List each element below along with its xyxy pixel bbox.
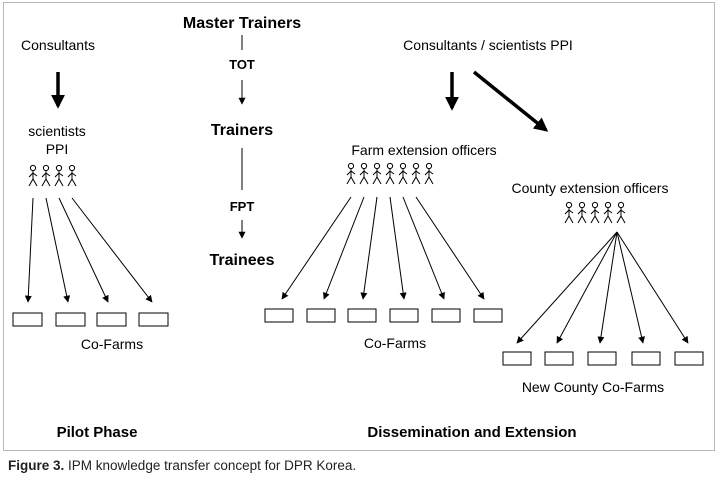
farm-box-icon	[674, 351, 704, 366]
pilot-farms	[12, 312, 169, 327]
farm-box-icon	[544, 351, 574, 366]
person-icon	[424, 162, 434, 185]
dissemination-phase-label: Dissemination and Extension	[367, 424, 576, 441]
farm-box-icon	[55, 312, 86, 327]
farm-box-icon	[631, 351, 661, 366]
pilot-scientists-group	[28, 164, 77, 187]
person-icon	[28, 164, 38, 187]
farm-box-icon	[431, 308, 461, 323]
pilot-scientists-label: scientists	[28, 123, 86, 139]
person-icon	[590, 201, 600, 224]
farm-box-icon	[389, 308, 419, 323]
trainees-label: Trainees	[210, 252, 275, 269]
person-icon	[398, 162, 408, 185]
county-officer-arrows	[516, 231, 689, 344]
person-icon	[54, 164, 64, 187]
farm-box-icon	[587, 351, 617, 366]
figure-number: Figure 3.	[8, 458, 65, 473]
figure-caption: Figure 3. IPM knowledge transfer concept…	[8, 458, 356, 473]
dissemination-source-label: Consultants / scientists PPI	[403, 37, 573, 53]
dissemination-bold-arrow-diagonal	[472, 70, 549, 132]
pilot-consultants-label: Consultants	[21, 37, 95, 53]
farm-box-icon	[12, 312, 43, 327]
person-icon	[372, 162, 382, 185]
pilot-phase-label: Pilot Phase	[57, 424, 138, 441]
farm-box-icon	[138, 312, 169, 327]
farm-officers-group	[346, 162, 434, 185]
person-icon	[41, 164, 51, 187]
fpt-label: FPT	[230, 199, 255, 214]
figure-frame	[3, 2, 715, 451]
person-icon	[616, 201, 626, 224]
farm-box-icon	[264, 308, 294, 323]
county-farms	[502, 351, 704, 366]
person-icon	[411, 162, 421, 185]
person-icon	[385, 162, 395, 185]
person-icon	[577, 201, 587, 224]
tot-label: TOT	[229, 57, 255, 72]
person-icon	[67, 164, 77, 187]
pilot-arrows	[24, 197, 153, 303]
dissemination-farms	[264, 308, 503, 323]
dissemination-cofarms-label: Co-Farms	[364, 335, 426, 351]
person-icon	[603, 201, 613, 224]
county-officers-label: County extension officers	[512, 180, 669, 196]
farm-box-icon	[347, 308, 377, 323]
farm-box-icon	[473, 308, 503, 323]
trainers-label: Trainers	[211, 122, 273, 139]
county-officers-group	[564, 201, 626, 224]
farm-officers-label: Farm extension officers	[351, 142, 496, 158]
person-icon	[359, 162, 369, 185]
person-icon	[564, 201, 574, 224]
farm-box-icon	[502, 351, 532, 366]
person-icon	[346, 162, 356, 185]
master-trainers-label: Master Trainers	[183, 15, 301, 32]
farm-box-icon	[306, 308, 336, 323]
farm-box-icon	[96, 312, 127, 327]
pilot-cofarms-label: Co-Farms	[81, 336, 143, 352]
figure-caption-text: IPM knowledge transfer concept for DPR K…	[68, 458, 357, 473]
pilot-ppi-label: PPI	[46, 141, 69, 157]
farm-officer-arrows	[281, 196, 485, 300]
new-county-cofarms-label: New County Co-Farms	[522, 379, 664, 395]
